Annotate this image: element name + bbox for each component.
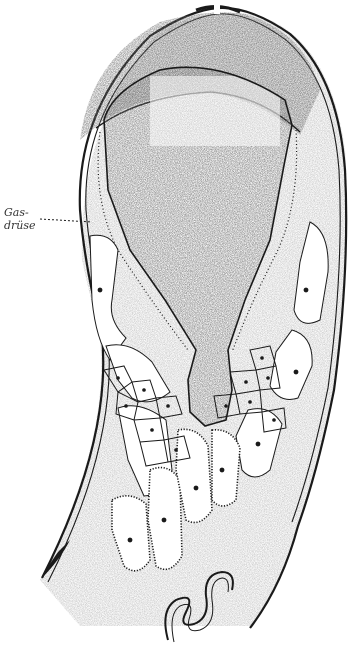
gas-gland-label-line1: Gas-	[4, 206, 29, 219]
gas-gland-label-line2: drüse	[4, 219, 36, 232]
top-opening	[196, 4, 240, 14]
